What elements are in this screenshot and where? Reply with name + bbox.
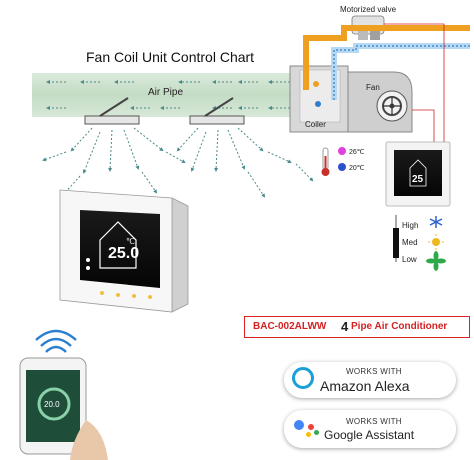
diagram-title: Fan Coil Unit Control Chart <box>86 49 254 65</box>
speed-med: Med <box>402 238 418 247</box>
hand-image <box>70 420 108 460</box>
thermometer-icon <box>321 147 330 176</box>
main-thermostat-unit: ℃ <box>126 237 135 246</box>
fan-mode-icon <box>426 251 446 271</box>
valve-label: Motorized valve <box>340 5 397 14</box>
main-thermostat-display: 25.0 <box>108 245 139 262</box>
wifi-icon <box>35 329 77 353</box>
room-airflow-arrows <box>42 127 314 198</box>
diffuser-left <box>84 97 140 125</box>
fan-icon <box>383 97 401 115</box>
control-wires <box>384 23 445 150</box>
smartphone: 20.0 <box>19 357 87 455</box>
model-number: BAC-002ALWW <box>253 321 327 332</box>
temp-hot: 26℃ <box>349 149 365 156</box>
speed-scale <box>393 215 399 262</box>
air-pipe-label: Air Pipe <box>148 87 183 98</box>
google-name: Google Assistant <box>324 428 415 442</box>
alexa-icon <box>292 367 314 389</box>
alexa-badge: WORKS WITH Amazon Alexa <box>284 362 456 398</box>
hot-indicator <box>338 147 346 155</box>
water-pipes <box>303 25 470 107</box>
thermostat-buttons <box>100 291 152 299</box>
model-banner: BAC-002ALWW 4 Pipe Air Conditioner <box>244 316 470 338</box>
snowflake-icon <box>429 216 443 228</box>
pipe-number: 4 <box>341 319 349 334</box>
small-thermostat-display: 25 <box>412 174 424 185</box>
cold-indicator <box>338 163 346 171</box>
coiler-label: Coiler <box>305 120 326 129</box>
google-works-with: WORKS WITH <box>346 417 402 426</box>
pipe-description: Pipe Air Conditioner <box>351 321 448 332</box>
alexa-works-with: WORKS WITH <box>346 367 402 376</box>
google-assistant-icon <box>294 420 320 438</box>
phone-display: 20.0 <box>44 400 60 409</box>
speed-high: High <box>402 221 418 230</box>
speed-low: Low <box>402 255 417 264</box>
fan-label: Fan <box>366 83 380 92</box>
small-thermostat: 25 <box>385 141 451 207</box>
google-assistant-badge: WORKS WITH Google Assistant <box>284 410 456 448</box>
fan-housing <box>347 71 413 133</box>
temp-cold: 20℃ <box>349 165 365 172</box>
sun-icon <box>428 234 444 250</box>
main-thermostat: 25.0 ℃ <box>59 189 189 313</box>
diffuser-right <box>189 97 245 125</box>
duct-airflow-arrows <box>46 80 290 110</box>
alexa-name: Amazon Alexa <box>320 378 410 394</box>
